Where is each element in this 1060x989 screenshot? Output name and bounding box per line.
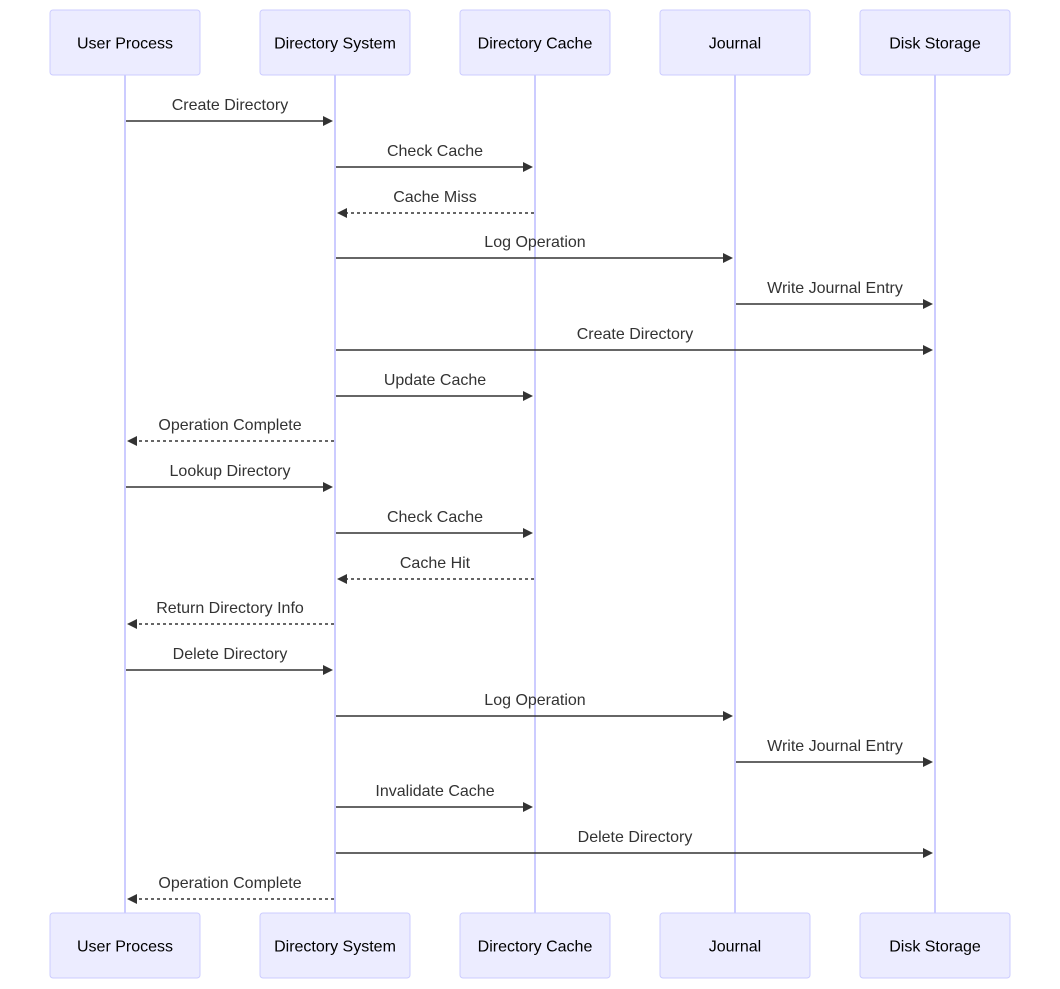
message-1: Check Cache	[336, 143, 533, 172]
participant-label: Directory System	[274, 939, 396, 956]
participant-label: Journal	[709, 36, 761, 53]
message-label: Cache Hit	[400, 555, 471, 572]
participant-box	[49, 9, 201, 76]
participant-label: Directory Cache	[478, 939, 593, 956]
participant-cache-bottom: Directory Cache	[459, 912, 611, 979]
participant-label: Directory Cache	[478, 36, 593, 53]
message-4: Write Journal Entry	[736, 280, 933, 309]
message-label: Write Journal Entry	[767, 738, 903, 755]
message-label: Return Directory Info	[156, 600, 304, 617]
message-label: Check Cache	[387, 143, 483, 160]
arrowhead-icon	[723, 711, 733, 721]
message-label: Update Cache	[384, 372, 486, 389]
message-16: Delete Directory	[336, 829, 933, 858]
message-17: Operation Complete	[127, 875, 334, 904]
participant-box	[259, 912, 411, 979]
arrowhead-icon	[523, 162, 533, 172]
message-label: Delete Directory	[578, 829, 693, 846]
arrowhead-icon	[923, 345, 933, 355]
participant-disk-top: Disk Storage	[859, 9, 1011, 76]
participant-box	[859, 912, 1011, 979]
arrowhead-icon	[323, 482, 333, 492]
participant-box	[49, 912, 201, 979]
arrowhead-icon	[127, 436, 137, 446]
participant-dirsys-bottom: Directory System	[259, 912, 411, 979]
participant-journal-bottom: Journal	[659, 912, 811, 979]
arrowhead-icon	[523, 391, 533, 401]
message-0: Create Directory	[126, 97, 333, 126]
participant-cache-top: Directory Cache	[459, 9, 611, 76]
participant-box	[659, 9, 811, 76]
participant-label: Directory System	[274, 36, 396, 53]
participant-box	[659, 912, 811, 979]
arrowhead-icon	[337, 208, 347, 218]
participant-dirsys-top: Directory System	[259, 9, 411, 76]
message-2: Cache Miss	[337, 189, 534, 218]
arrowhead-icon	[127, 894, 137, 904]
arrowhead-icon	[923, 757, 933, 767]
message-label: Operation Complete	[158, 417, 301, 434]
message-label: Create Directory	[577, 326, 693, 343]
arrowhead-icon	[923, 299, 933, 309]
participant-box	[859, 9, 1011, 76]
participant-user-bottom: User Process	[49, 912, 201, 979]
message-label: Invalidate Cache	[375, 783, 494, 800]
arrowhead-icon	[523, 528, 533, 538]
arrowhead-icon	[323, 665, 333, 675]
message-6: Update Cache	[336, 372, 533, 401]
message-7: Operation Complete	[127, 417, 334, 446]
arrowhead-icon	[323, 116, 333, 126]
participant-disk-bottom: Disk Storage	[859, 912, 1011, 979]
arrowhead-icon	[127, 619, 137, 629]
arrowhead-icon	[337, 574, 347, 584]
participant-box	[459, 912, 611, 979]
participant-label: Journal	[709, 939, 761, 956]
message-label: Log Operation	[484, 234, 585, 251]
message-14: Write Journal Entry	[736, 738, 933, 767]
participant-label: Disk Storage	[889, 36, 981, 53]
message-13: Log Operation	[336, 692, 733, 721]
participant-label: User Process	[77, 36, 173, 53]
message-8: Lookup Directory	[126, 463, 333, 492]
message-10: Cache Hit	[337, 555, 534, 584]
participant-user-top: User Process	[49, 9, 201, 76]
participant-journal-top: Journal	[659, 9, 811, 76]
message-label: Cache Miss	[393, 189, 477, 206]
message-label: Delete Directory	[173, 646, 288, 663]
message-label: Operation Complete	[158, 875, 301, 892]
participant-label: User Process	[77, 939, 173, 956]
message-12: Delete Directory	[126, 646, 333, 675]
message-label: Log Operation	[484, 692, 585, 709]
participants-top: User Process Directory System Directory Ca…	[49, 9, 1011, 76]
message-label: Lookup Directory	[170, 463, 291, 480]
message-5: Create Directory	[336, 326, 933, 355]
arrowhead-icon	[523, 802, 533, 812]
participants-bottom: User Process Directory System Directory Ca…	[49, 912, 1011, 979]
arrowhead-icon	[723, 253, 733, 263]
message-label: Write Journal Entry	[767, 280, 903, 297]
message-label: Create Directory	[172, 97, 288, 114]
participant-box	[259, 9, 411, 76]
lifelines	[124, 75, 936, 913]
message-3: Log Operation	[336, 234, 733, 263]
message-15: Invalidate Cache	[336, 783, 533, 812]
arrowhead-icon	[923, 848, 933, 858]
message-label: Check Cache	[387, 509, 483, 526]
message-9: Check Cache	[336, 509, 533, 538]
message-11: Return Directory Info	[127, 600, 334, 629]
participant-box	[459, 9, 611, 76]
participant-label: Disk Storage	[889, 939, 981, 956]
